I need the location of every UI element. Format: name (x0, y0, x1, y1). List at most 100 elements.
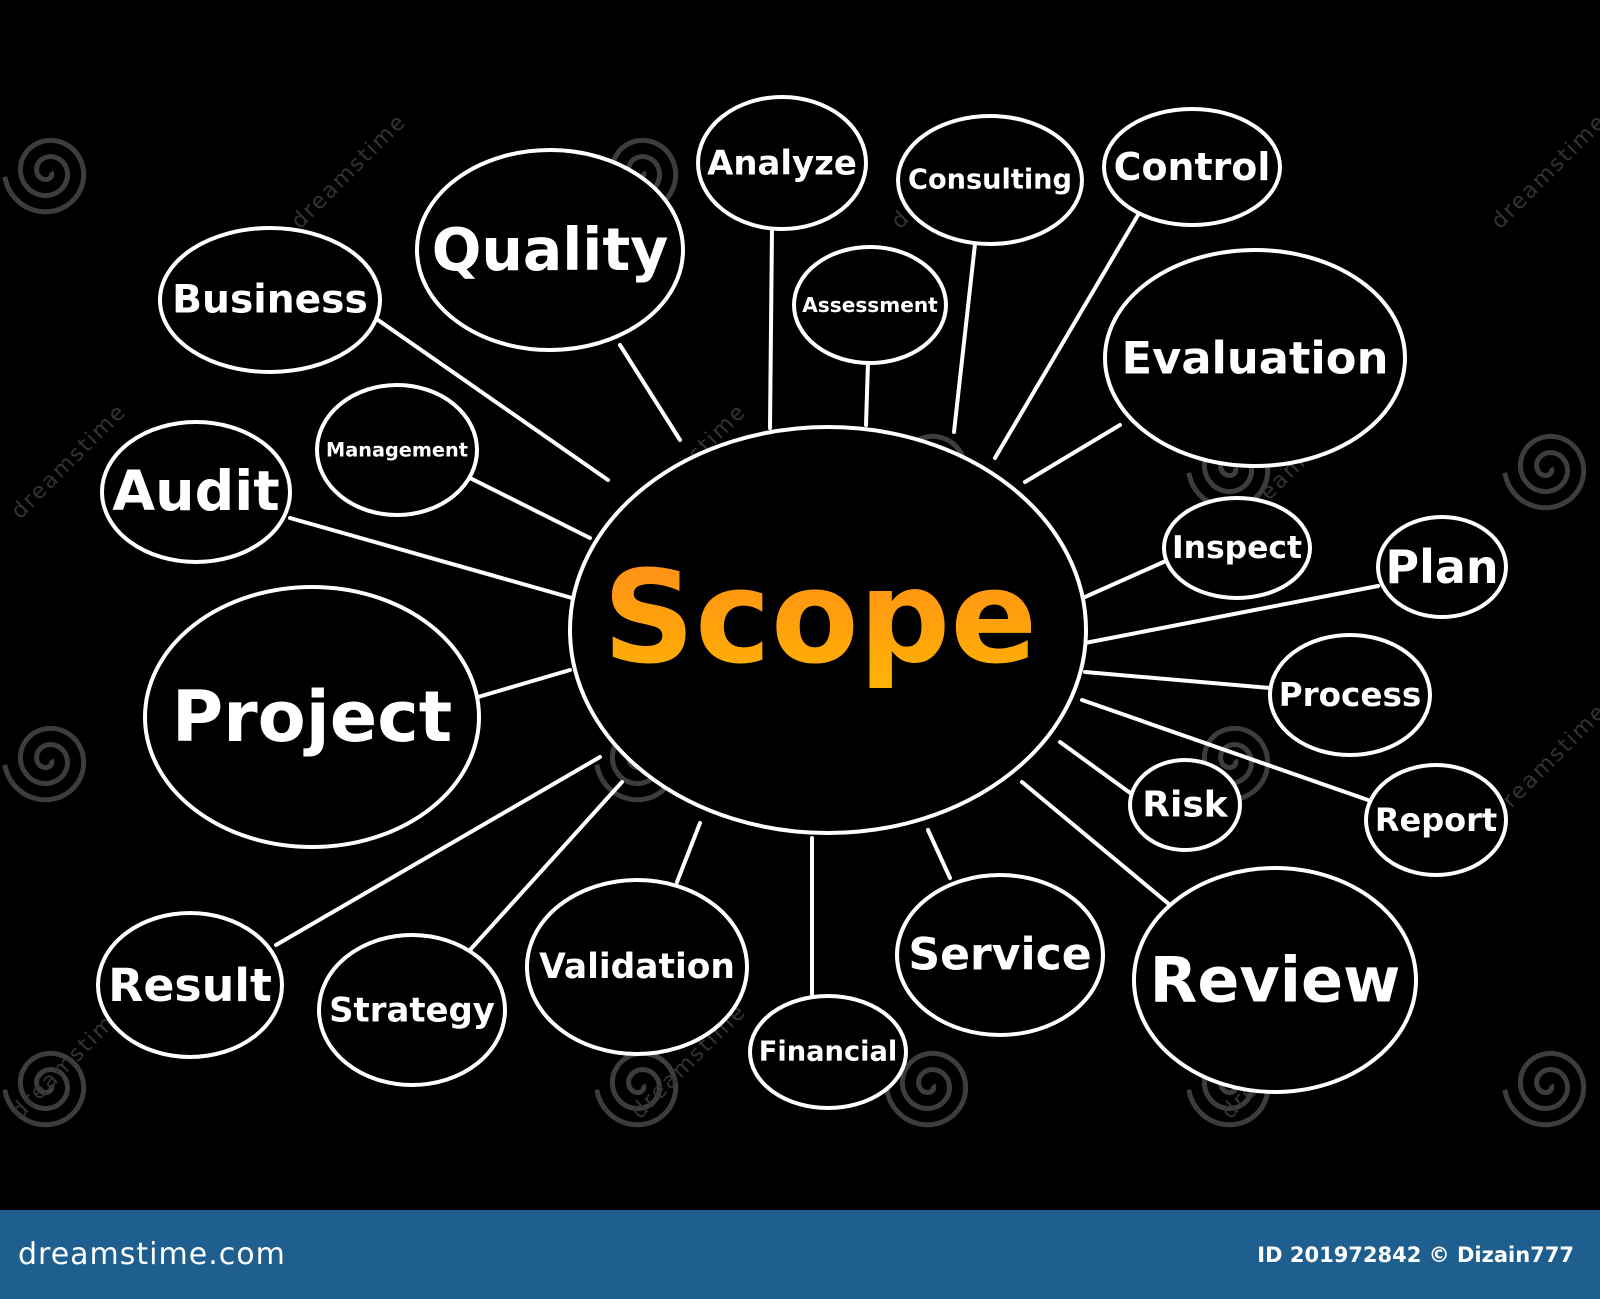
node-report: Report (1364, 763, 1508, 877)
node-plan: Plan (1376, 515, 1508, 619)
node-report-label: Report (1375, 801, 1497, 839)
node-validation-label: Validation (539, 947, 735, 987)
node-risk: Risk (1128, 758, 1242, 852)
node-financial: Financial (748, 994, 908, 1110)
connector-inspect (1083, 558, 1170, 599)
connector-strategy (468, 780, 624, 952)
node-service: Service (895, 873, 1105, 1037)
connector-review (1020, 780, 1172, 907)
node-risk-ellipse (1128, 758, 1242, 852)
connector-plan (1083, 584, 1380, 645)
node-review-label: Review (1150, 944, 1401, 1017)
connector-service (926, 828, 952, 880)
connector-audit (288, 516, 574, 600)
node-quality-ellipse (415, 148, 685, 352)
node-evaluation-label: Evaluation (1122, 332, 1389, 385)
watermark-text: dreamstime (1487, 109, 1600, 234)
footer-logo[interactable]: dreamstime.com (18, 1237, 286, 1272)
center-node-ellipse (568, 425, 1088, 835)
center-node: Scope (568, 425, 1088, 835)
connector-process (1083, 670, 1272, 690)
watermark-text: dreamstime (287, 109, 412, 234)
watermark-spiral-icon (1186, 1050, 1271, 1128)
node-service-label: Service (908, 930, 1091, 981)
node-financial-ellipse (748, 994, 908, 1110)
node-analyze-label: Analyze (707, 144, 857, 183)
node-project: Project (143, 585, 481, 849)
node-risk-label: Risk (1142, 785, 1228, 826)
node-evaluation-ellipse (1103, 248, 1407, 468)
node-quality-label: Quality (432, 216, 669, 284)
node-result: Result (96, 911, 284, 1059)
node-plan-label: Plan (1385, 540, 1498, 594)
footer-credit: ID 201972842 © Dizain777 (1257, 1242, 1574, 1267)
footer-bar: dreamstime.com ID 201972842 © Dizain777 (0, 1210, 1600, 1299)
connector-control (993, 213, 1140, 460)
node-assessment: Assessment (792, 245, 948, 365)
node-process-ellipse (1268, 633, 1432, 757)
node-inspect-label: Inspect (1172, 530, 1302, 566)
node-assessment-label: Assessment (802, 293, 938, 317)
connector-report (1080, 698, 1370, 802)
node-process: Process (1268, 633, 1432, 757)
node-service-ellipse (895, 873, 1105, 1037)
node-control-label: Control (1114, 145, 1271, 189)
node-management-ellipse (315, 383, 479, 517)
connector-project (476, 668, 572, 699)
connector-validation (675, 821, 702, 884)
node-analyze: Analyze (696, 95, 868, 231)
watermark-spiral-icon (2, 137, 87, 215)
watermark-spiral-icon (594, 1050, 679, 1128)
connector-quality (618, 343, 682, 442)
node-validation-ellipse (525, 878, 749, 1056)
node-management: Management (315, 383, 479, 517)
node-control: Control (1102, 107, 1282, 227)
node-result-ellipse (96, 911, 284, 1059)
connector-analyze (768, 226, 774, 430)
node-strategy-ellipse (317, 933, 507, 1087)
connector-result (274, 755, 602, 947)
center-node-label: Scope (603, 544, 1037, 693)
node-inspect-ellipse (1162, 496, 1312, 600)
connector-management (468, 476, 592, 540)
connector-assessment (864, 360, 870, 427)
node-management-label: Management (326, 439, 468, 462)
node-evaluation: Evaluation (1103, 248, 1407, 468)
connector-business (376, 318, 610, 482)
node-report-ellipse (1364, 763, 1508, 877)
connector-risk (1058, 740, 1135, 797)
node-consulting-ellipse (896, 114, 1084, 246)
node-process-label: Process (1279, 676, 1422, 714)
watermark-spiral-icon (1502, 433, 1587, 511)
node-consulting-label: Consulting (908, 165, 1072, 196)
node-audit: Audit (100, 420, 292, 564)
watermark-spiral-icon (884, 1050, 969, 1128)
node-inspect: Inspect (1162, 496, 1312, 600)
node-review: Review (1132, 866, 1418, 1094)
node-result-label: Result (108, 958, 272, 1012)
connector-layer (274, 213, 1380, 997)
watermark-spiral-icon (2, 725, 87, 803)
watermark-spiral-icon (1186, 433, 1271, 511)
connector-consulting (952, 242, 977, 434)
node-consulting: Consulting (896, 114, 1084, 246)
watermark-spiral-icon (2, 1050, 87, 1128)
node-validation: Validation (525, 878, 749, 1056)
node-assessment-ellipse (792, 245, 948, 365)
node-project-ellipse (143, 585, 481, 849)
connector-evaluation (1023, 423, 1122, 484)
node-plan-ellipse (1376, 515, 1508, 619)
node-analyze-ellipse (696, 95, 868, 231)
node-audit-ellipse (100, 420, 292, 564)
node-audit-label: Audit (112, 460, 279, 524)
watermark-spiral-icon (1502, 1050, 1587, 1128)
node-business: Business (158, 226, 382, 374)
node-review-ellipse (1132, 866, 1418, 1094)
node-strategy-label: Strategy (329, 991, 495, 1030)
node-project-label: Project (172, 676, 452, 758)
node-quality: Quality (415, 148, 685, 352)
node-business-ellipse (158, 226, 382, 374)
node-strategy: Strategy (317, 933, 507, 1087)
